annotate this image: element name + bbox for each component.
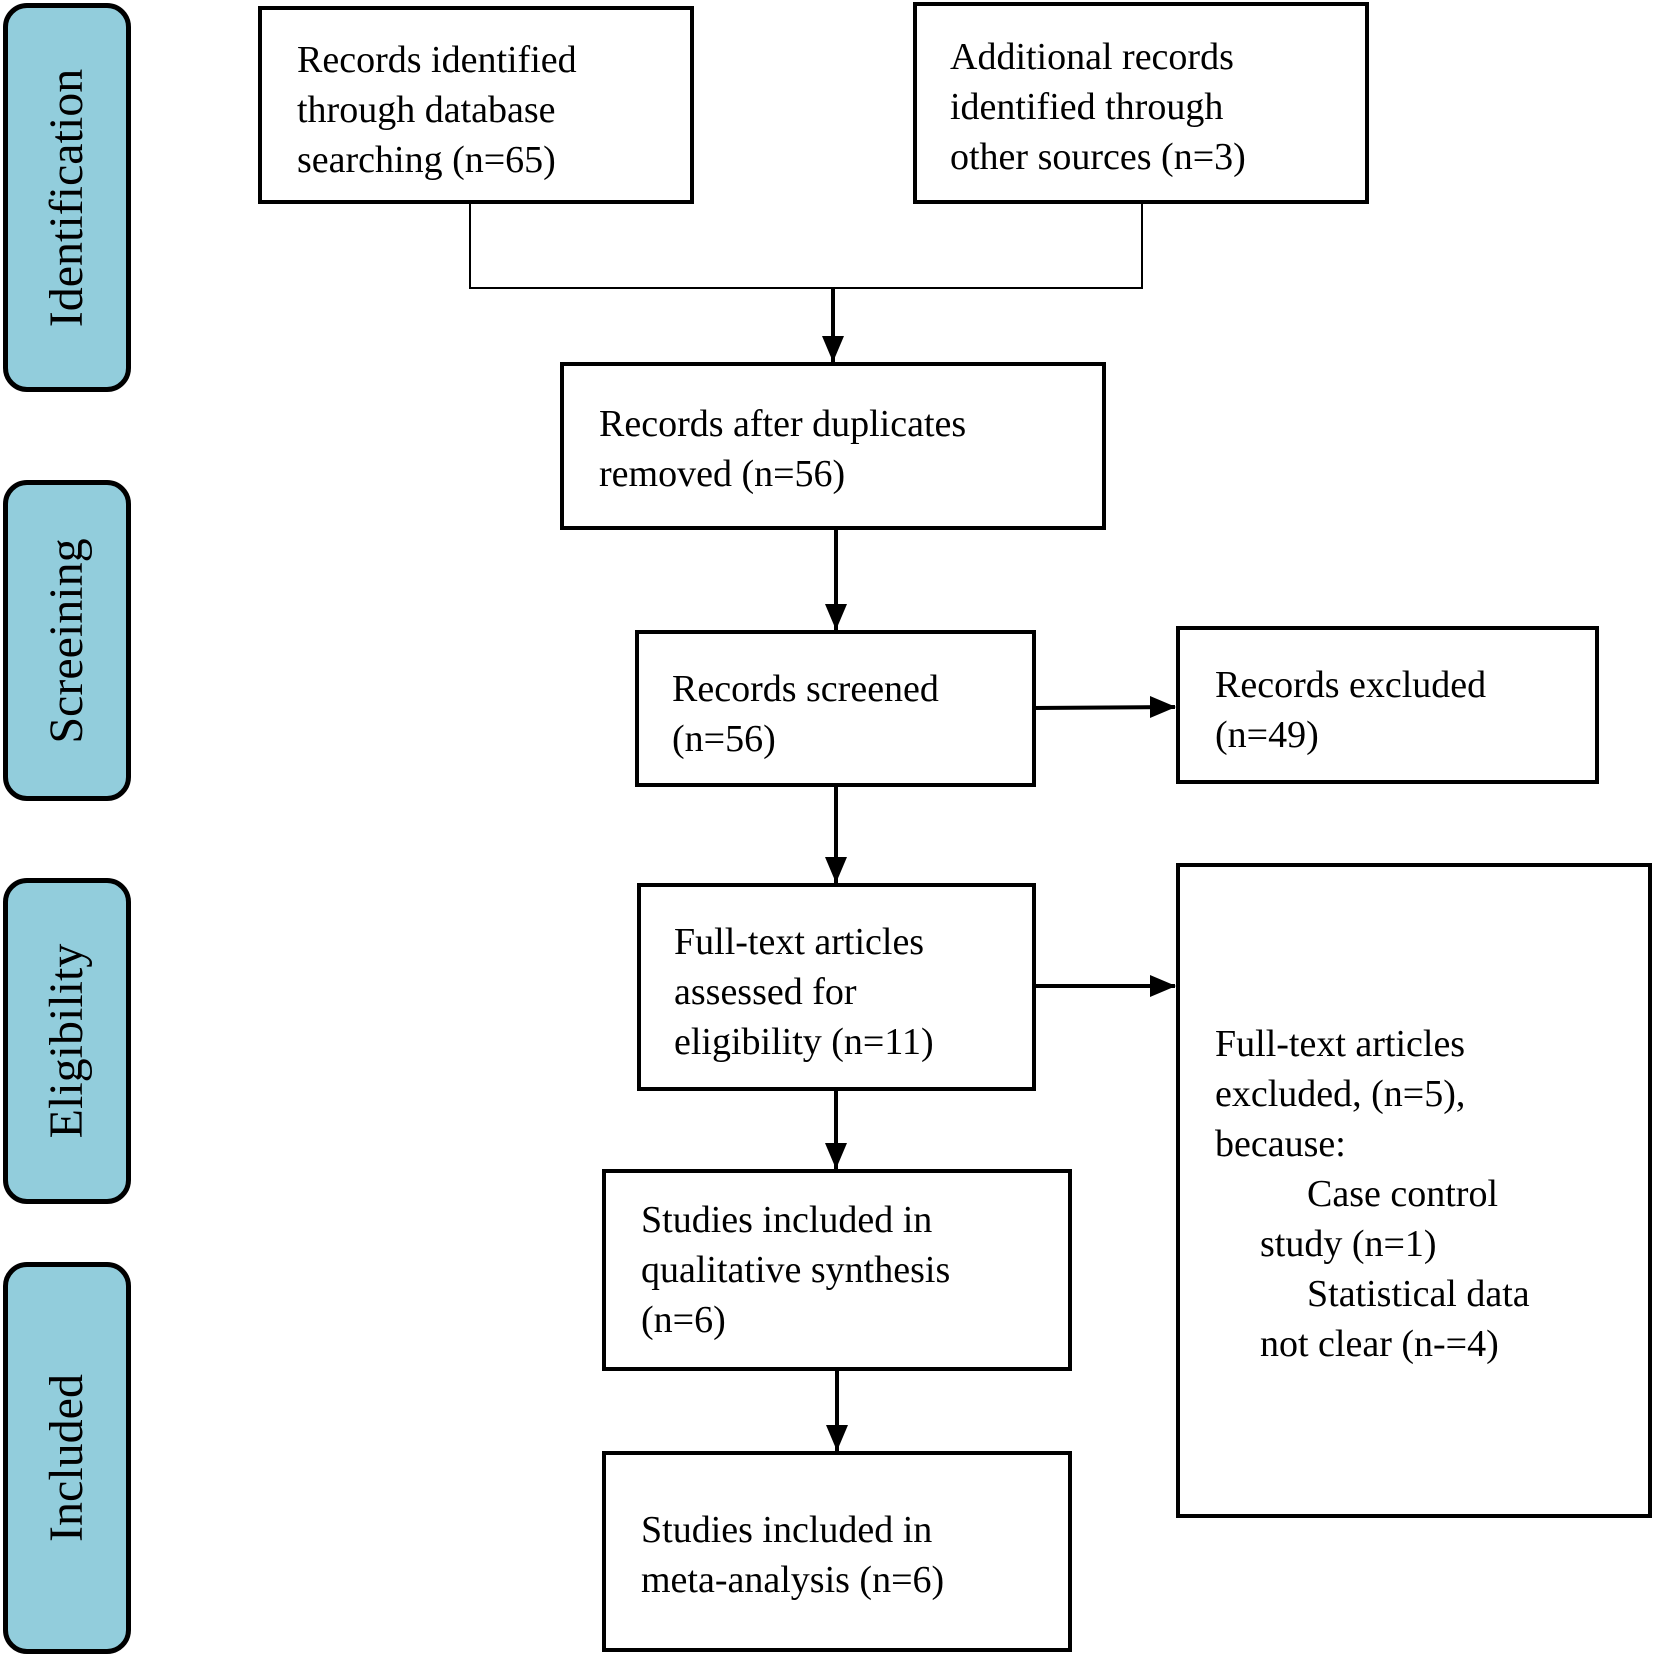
arrowhead-down [822,336,844,362]
box-fulltext-assessed: Full-text articles assessed for eligibil… [637,883,1036,1091]
box-fulltext-excluded: Full-text articles excluded, (n=5), beca… [1176,863,1652,1518]
exclusion-reason-case-control-line1: Case control [1307,1173,1499,1215]
fulltext-excluded-line3: because: [1215,1123,1346,1165]
exclusion-reason-case-control-line2: study (n=1) [1260,1223,1437,1265]
phase-eligibility: Eligibility [3,878,131,1204]
phase-label-eligibility: Eligibility [40,943,93,1139]
phase-label-included: Included [40,1374,93,1542]
database-records-text: Records identified through database sear… [297,39,577,181]
arrowhead-right [1150,696,1176,718]
box-records-screened: Records screened (n=56) [635,630,1036,787]
phase-label-identification: Identification [40,68,93,327]
arrowhead-right [1150,975,1176,997]
fulltext-assessed-text: Full-text articles assessed for eligibil… [674,921,934,1063]
box-qualitative-synthesis: Studies included in qualitative synthesi… [602,1169,1072,1371]
fulltext-excluded-line2: excluded, (n=5), [1215,1073,1466,1115]
exclusion-reason-statistical-line2: not clear (n-=4) [1260,1323,1499,1365]
phase-screening: Screeining [3,480,131,801]
box-other-records: Additional records identified through ot… [913,2,1369,204]
other-records-text: Additional records identified through ot… [950,36,1246,178]
arrowhead-down [826,1425,848,1451]
box-records-excluded: Records excluded (n=49) [1176,626,1599,784]
box-database-records: Records identified through database sear… [258,6,694,204]
phase-label-screening: Screeining [40,537,93,744]
arrowhead-down [825,604,847,630]
fulltext-excluded-line1: Full-text articles [1215,1023,1466,1065]
after-duplicates-text: Records after duplicates removed (n=56) [599,403,967,495]
arrowhead-down [825,1143,847,1169]
records-excluded-text: Records excluded (n=49) [1215,664,1487,756]
box-after-duplicates: Records after duplicates removed (n=56) [560,362,1106,530]
box-meta-analysis: Studies included in meta-analysis (n=6) [602,1451,1072,1652]
exclusion-reason-statistical-line1: Statistical data [1307,1273,1530,1315]
phase-included: Included [3,1262,131,1654]
qualitative-synthesis-text: Studies included in qualitative synthesi… [641,1199,951,1341]
merge-connector [469,202,1143,289]
records-screened-text: Records screened (n=56) [672,668,939,760]
phase-identification: Identification [3,3,131,392]
arrowhead-down [825,857,847,883]
meta-analysis-text: Studies included in meta-analysis (n=6) [641,1509,945,1601]
